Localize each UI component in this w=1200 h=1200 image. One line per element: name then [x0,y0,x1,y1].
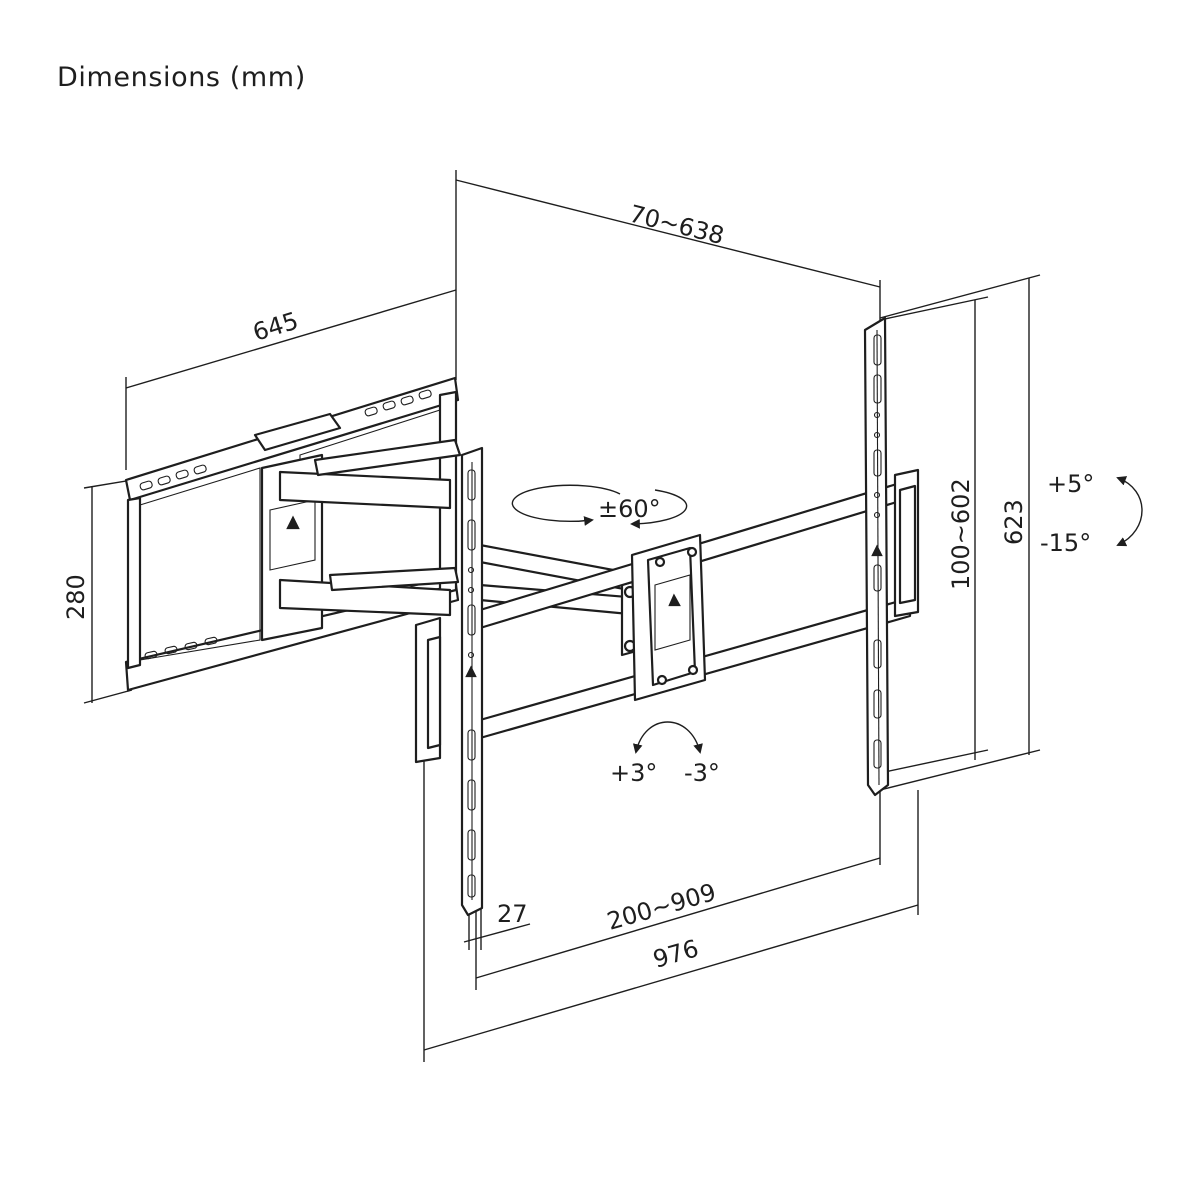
level-plus-label: +3° [610,759,657,787]
wall-plate-slots-bottom [144,636,218,660]
dimension-lines [83,170,1041,1062]
left-vertical-bracket [460,446,484,917]
diagram-title: Dimensions (mm) [57,62,306,93]
arm-extension-label: 70~638 [627,200,727,251]
plate-width-label: 645 [250,307,302,347]
horizontal-spacing-label: 200~909 [604,878,719,936]
tilt-down-label: -15° [1040,529,1091,557]
swivel-arrow [511,484,688,529]
vertical-spacing-label: 100~602 [947,478,975,590]
bracket-offset-label: 27 [497,900,528,928]
swivel-angle-label: ±60° [598,495,661,523]
left-bracket-holes [465,469,477,898]
level-arrow [632,721,703,754]
right-vertical-bracket [863,316,890,797]
level-minus-label: -3° [684,759,720,787]
wall-plate-slots-top [139,389,432,491]
overall-width-label: 976 [650,934,702,974]
tilt-arrow [1116,476,1143,547]
right-bracket-holes [871,334,883,769]
tilt-plate [630,533,707,702]
tilt-up-label: +5° [1047,470,1094,498]
bracket-height-label: 623 [1000,499,1028,545]
plate-height-label: 280 [62,574,90,620]
